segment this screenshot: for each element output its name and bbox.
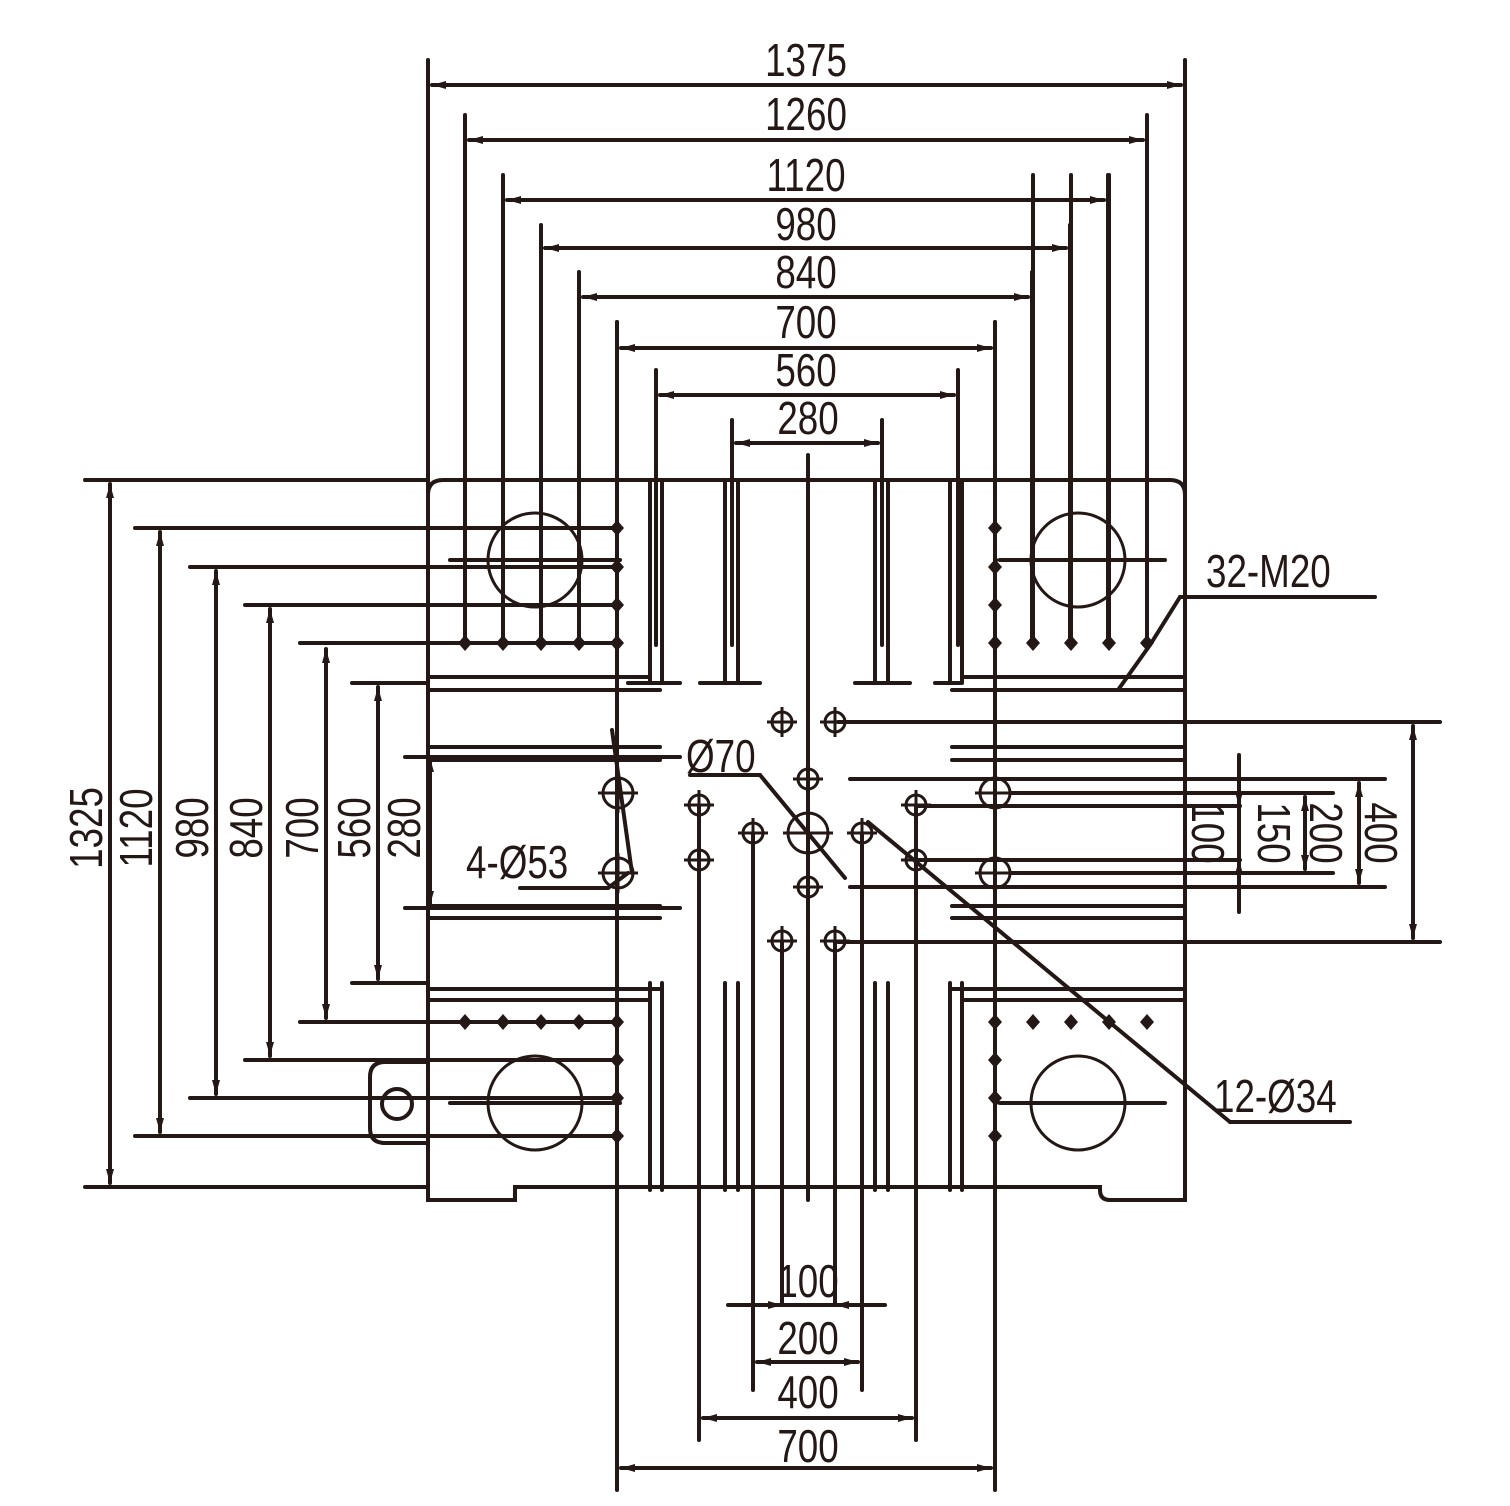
m20-hole bbox=[1026, 1014, 1040, 1030]
dim-top-1375: 1375 bbox=[765, 34, 847, 86]
arrowhead bbox=[106, 1169, 114, 1183]
arrowhead bbox=[322, 649, 330, 663]
dim-right-150: 150 bbox=[1248, 802, 1300, 863]
callout-d70: Ø70 bbox=[686, 730, 756, 782]
arrowhead bbox=[266, 1042, 274, 1056]
dim-top-840: 840 bbox=[775, 246, 836, 298]
side-lug bbox=[368, 1060, 430, 1145]
arrowhead bbox=[432, 81, 446, 89]
arrowhead bbox=[940, 391, 954, 399]
m20-hole bbox=[458, 635, 472, 651]
arrowhead bbox=[374, 965, 382, 979]
arrowhead bbox=[266, 609, 274, 623]
arrowhead bbox=[212, 571, 220, 585]
dim-right-400: 400 bbox=[1355, 802, 1407, 863]
arrowhead bbox=[660, 391, 674, 399]
arrowhead bbox=[545, 244, 559, 252]
leader-12-d34 bbox=[866, 820, 1232, 1124]
arrowhead bbox=[621, 1464, 635, 1472]
leader-d70 bbox=[758, 773, 847, 880]
m20-hole bbox=[458, 1014, 472, 1030]
arrowhead bbox=[1409, 726, 1417, 740]
dim-right-200: 200 bbox=[1300, 802, 1352, 863]
arrowhead bbox=[1129, 136, 1143, 144]
dim-bottom-700: 700 bbox=[777, 1420, 838, 1472]
arrowhead bbox=[1301, 797, 1309, 811]
m20-hole bbox=[534, 1014, 548, 1030]
arrowhead bbox=[1301, 855, 1309, 869]
arrowhead bbox=[106, 484, 114, 498]
dim-left-1325: 1325 bbox=[60, 787, 112, 869]
dimension-labels: 1375 1260 1120 980 840 700 560 280 1325 … bbox=[60, 34, 1407, 1472]
arrowhead bbox=[1409, 924, 1417, 938]
arrowhead bbox=[977, 344, 991, 352]
dim-left-980: 980 bbox=[166, 797, 218, 858]
arrowhead bbox=[212, 1080, 220, 1094]
arrowhead bbox=[1167, 81, 1181, 89]
callout-12-d34: 12-Ø34 bbox=[1214, 1070, 1337, 1122]
dim-bottom-200: 200 bbox=[777, 1312, 838, 1364]
arrowhead bbox=[835, 1301, 849, 1309]
leader-4-d53 bbox=[606, 871, 630, 890]
arrowhead bbox=[621, 344, 635, 352]
arrowhead bbox=[156, 1118, 164, 1132]
arrowhead bbox=[1052, 244, 1066, 252]
arrowhead bbox=[977, 1464, 991, 1472]
dim-right-100: 100 bbox=[1182, 802, 1234, 863]
arrowhead bbox=[469, 136, 483, 144]
leader-4-d53 bbox=[610, 728, 634, 875]
arrowhead bbox=[1090, 196, 1104, 204]
arrowhead bbox=[374, 687, 382, 701]
arrowhead bbox=[426, 758, 434, 772]
arrowhead bbox=[1014, 293, 1028, 301]
lug-hole bbox=[380, 1087, 414, 1121]
arrowhead bbox=[1355, 783, 1363, 797]
m20-hole bbox=[534, 635, 548, 651]
arrowhead bbox=[768, 1301, 782, 1309]
arrowhead bbox=[898, 1414, 912, 1422]
drawing-geometry bbox=[83, 58, 1442, 1492]
dim-left-1120: 1120 bbox=[110, 788, 162, 867]
dim-top-700: 700 bbox=[775, 296, 836, 348]
callout-4-d53: 4-Ø53 bbox=[466, 836, 568, 888]
arrowhead bbox=[1235, 860, 1243, 874]
dim-bottom-100: 100 bbox=[777, 1255, 838, 1307]
m20-hole bbox=[1064, 1014, 1078, 1030]
arrowhead bbox=[703, 1414, 717, 1422]
dim-top-1260: 1260 bbox=[765, 88, 847, 140]
callout-32-m20: 32-M20 bbox=[1206, 545, 1331, 597]
m20-hole bbox=[572, 635, 586, 651]
arrowhead bbox=[844, 1358, 858, 1366]
m20-hole bbox=[496, 635, 510, 651]
arrowhead bbox=[757, 1358, 771, 1366]
arrowhead bbox=[736, 439, 750, 447]
leader-32-m20 bbox=[1116, 643, 1152, 692]
arrowhead bbox=[583, 293, 597, 301]
arrowhead bbox=[322, 1004, 330, 1018]
dim-top-1120: 1120 bbox=[766, 149, 845, 201]
arrowhead bbox=[426, 891, 434, 905]
dim-left-700: 700 bbox=[276, 797, 328, 858]
dim-top-280: 280 bbox=[777, 392, 838, 444]
dim-top-980: 980 bbox=[775, 198, 836, 250]
m20-hole bbox=[496, 1014, 510, 1030]
arrowhead bbox=[156, 532, 164, 546]
dim-left-840: 840 bbox=[220, 797, 272, 858]
arrowhead bbox=[1235, 792, 1243, 806]
m20-hole bbox=[1140, 1014, 1154, 1030]
arrowhead bbox=[1355, 869, 1363, 883]
m20-hole bbox=[572, 1014, 586, 1030]
dim-left-280: 280 bbox=[378, 797, 430, 858]
dim-left-560: 560 bbox=[328, 797, 380, 858]
arrowhead bbox=[864, 439, 878, 447]
arrowhead bbox=[507, 196, 521, 204]
leader-32-m20 bbox=[1148, 595, 1182, 647]
dim-bottom-400: 400 bbox=[777, 1366, 838, 1418]
dim-top-560: 560 bbox=[775, 344, 836, 396]
